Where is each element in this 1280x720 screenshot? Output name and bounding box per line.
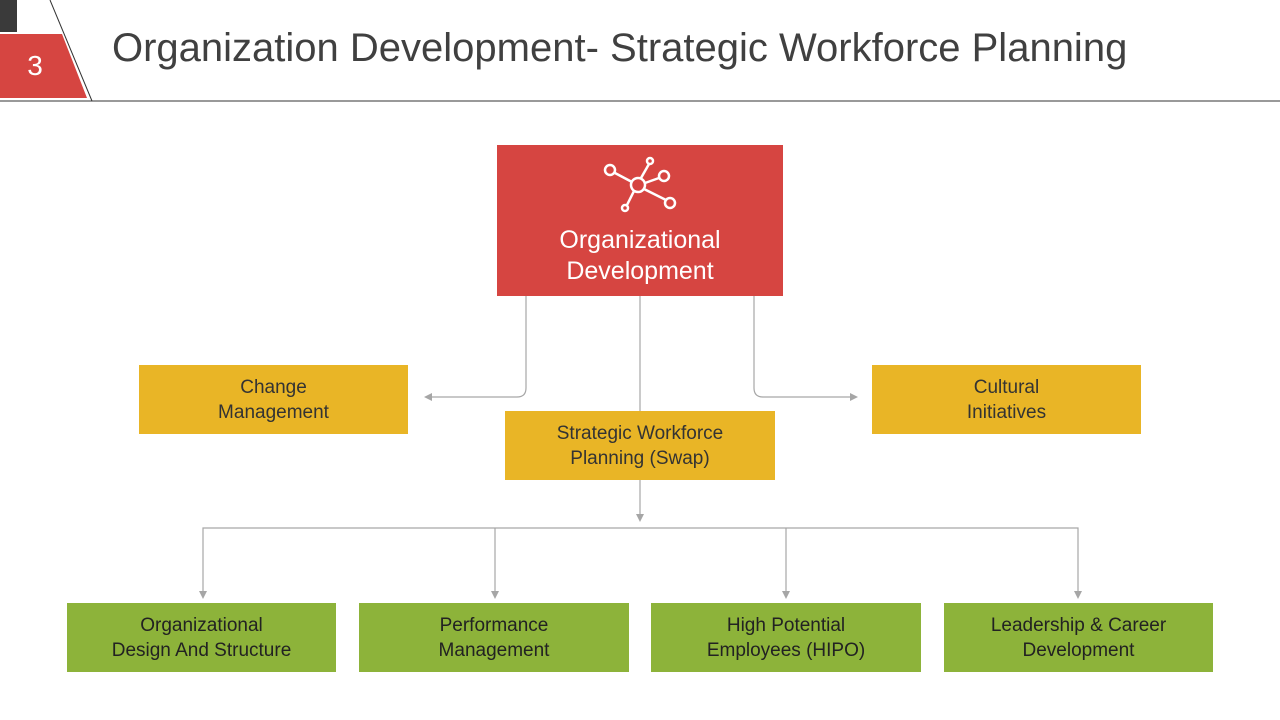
node-cultural-initiatives: Cultural Initiatives [872,365,1141,434]
slide-number: 3 [27,50,43,81]
network-hub-icon [603,156,677,213]
arrowheads [199,393,1082,599]
connectors [202,296,1079,593]
node-high-potential-employees: High Potential Employees (HIPO) [651,603,921,672]
node-organizational-design: Organizational Design And Structure [67,603,336,672]
connector-change [430,296,527,398]
node-leadership-career-development: Leadership & Career Development [944,603,1213,672]
node-strategic-workforce-planning: Strategic Workforce Planning (Swap) [505,411,775,480]
corner-block [0,0,17,32]
connector-bus [202,527,1079,593]
node-change-management: Change Management [139,365,408,434]
root-node-label: Organizational Development [559,226,721,285]
root-node-organizational-development: Organizational Development [497,145,783,296]
diagonal-divider [49,0,93,102]
node-performance-management: Performance Management [359,603,629,672]
slide-number-tab [0,34,87,98]
slide-title: Organization Development- Strategic Work… [112,26,1128,70]
connector-cultural [753,296,852,398]
